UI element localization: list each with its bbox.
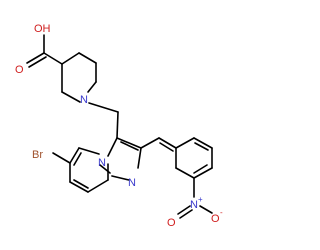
bond bbox=[78, 147, 100, 155]
atom-label-bridgehead-n: N bbox=[98, 157, 106, 169]
atom-label-br: Br bbox=[32, 149, 43, 161]
carboxylic-acid-group bbox=[26, 34, 63, 68]
bond bbox=[107, 137, 118, 157]
molecule-structure: OH O N Br N N N + O O - bbox=[15, 23, 223, 229]
bond bbox=[159, 142, 174, 152]
bond bbox=[69, 181, 89, 193]
bond bbox=[87, 179, 109, 193]
bond bbox=[158, 137, 177, 149]
bond bbox=[137, 147, 142, 169]
bond bbox=[116, 137, 142, 149]
bond-c-br bbox=[52, 152, 71, 164]
bond bbox=[87, 81, 97, 93]
bond bbox=[175, 137, 195, 149]
bond bbox=[73, 152, 82, 166]
bond bbox=[61, 52, 80, 65]
bond-methylene-a bbox=[88, 102, 119, 113]
bond-nitro-o1 bbox=[177, 205, 191, 215]
bond bbox=[193, 167, 213, 179]
nitrophenyl-ring bbox=[140, 137, 213, 219]
atom-label-nitro-o1: O bbox=[167, 217, 176, 229]
atom-charge-minus: - bbox=[220, 208, 223, 217]
bond bbox=[111, 175, 130, 181]
atom-label-nitro-o2: O bbox=[211, 213, 220, 225]
bond bbox=[193, 164, 208, 174]
bond-c-o-double-a bbox=[26, 52, 45, 64]
atom-charge-plus: + bbox=[198, 195, 203, 204]
bond-nitro-o2 bbox=[199, 205, 213, 214]
atom-label-imidazole-n: N bbox=[128, 177, 136, 189]
structure-canvas: OH O N Br N N N + O O - bbox=[15, 23, 223, 229]
bond bbox=[69, 147, 80, 164]
atom-label-carbonyl-o: O bbox=[15, 64, 24, 76]
bond bbox=[120, 141, 139, 151]
bond bbox=[175, 167, 195, 179]
bond bbox=[73, 179, 89, 189]
imidazopyridine-core bbox=[52, 137, 142, 193]
atom-label-piperidine-n: N bbox=[80, 94, 88, 106]
atom-label-nitro-n: N bbox=[190, 199, 198, 211]
atom-label-oh: OH bbox=[34, 23, 51, 35]
bond-methylene-b bbox=[116, 111, 119, 139]
bond bbox=[193, 137, 213, 149]
bond-nitro-o1b bbox=[179, 209, 193, 219]
piperidine-ring bbox=[61, 52, 97, 103]
bond bbox=[61, 91, 81, 103]
bond-c-ring bbox=[43, 52, 63, 65]
bond-c-o-double-b bbox=[28, 56, 47, 68]
bond bbox=[194, 142, 209, 151]
bond bbox=[140, 137, 160, 149]
bond bbox=[78, 52, 97, 64]
